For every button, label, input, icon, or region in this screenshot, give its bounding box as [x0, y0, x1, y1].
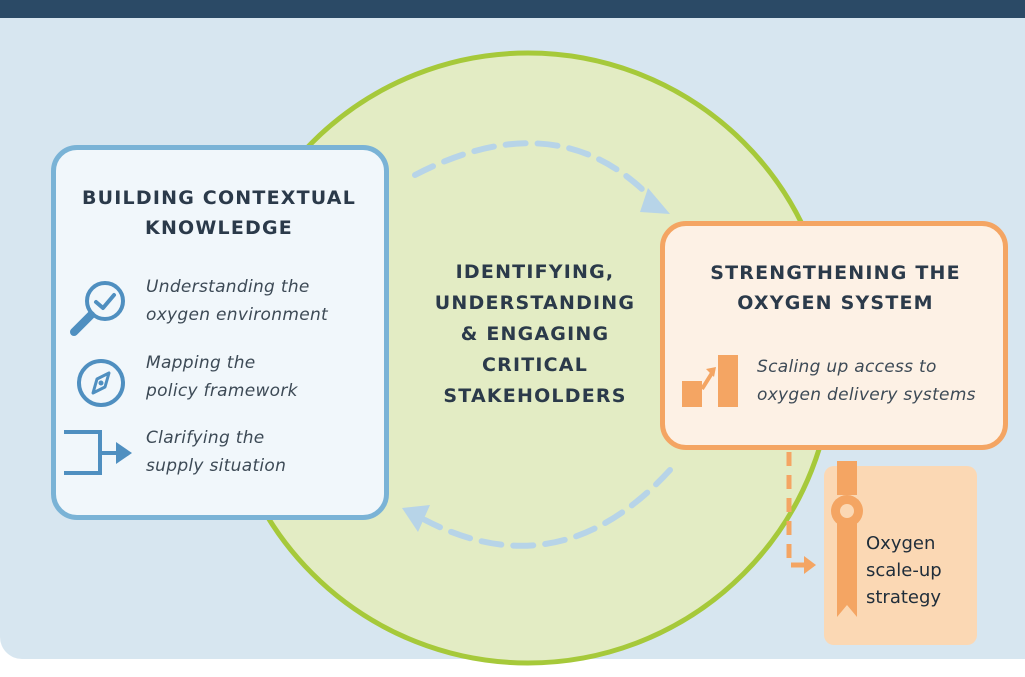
item-line: Scaling up access to: [757, 357, 937, 377]
item-scaling-access: Scaling up access to oxygen delivery sys…: [757, 353, 976, 409]
strategy-connector-arrowhead: [804, 556, 816, 574]
strengthening-system-heading: STRENGTHENING THE OXYGEN SYSTEM: [668, 258, 1003, 318]
center-line: UNDERSTANDING: [434, 292, 636, 314]
strategy-line: scale-up: [866, 560, 942, 581]
item-line: policy framework: [146, 381, 298, 401]
building-knowledge-box: [51, 145, 389, 520]
center-line: STAKEHOLDERS: [443, 385, 627, 407]
item-mapping-policy: Mapping the policy framework: [146, 349, 298, 405]
compass-icon: [77, 359, 125, 407]
award-ribbon-icon: [831, 461, 863, 617]
top-cycle-arrow: [412, 140, 658, 205]
item-understanding-environment: Understanding the oxygen environment: [146, 273, 328, 329]
heading-line: STRENGTHENING THE: [710, 262, 961, 284]
item-line: oxygen delivery systems: [757, 385, 976, 405]
scale-up-icon: [682, 355, 738, 407]
center-line: IDENTIFYING,: [455, 261, 615, 283]
item-line: Mapping the: [146, 353, 256, 373]
item-line: Clarifying the: [146, 428, 265, 448]
center-line: CRITICAL: [481, 354, 589, 376]
center-line: & ENGAGING: [460, 323, 610, 345]
strategy-line: Oxygen: [866, 533, 936, 554]
bottom-arrowhead: [402, 505, 430, 532]
heading-line: KNOWLEDGE: [145, 217, 293, 239]
strategy-line: strategy: [866, 587, 942, 608]
item-clarifying-supply: Clarifying the supply situation: [146, 424, 286, 480]
item-line: oxygen environment: [146, 305, 328, 325]
magnifier-check-icon: [70, 281, 125, 336]
center-stakeholders-text: IDENTIFYING, UNDERSTANDING & ENGAGING CR…: [400, 257, 670, 412]
item-line: Understanding the: [146, 277, 310, 297]
strategy-label: Oxygen scale-up strategy: [866, 530, 976, 611]
building-knowledge-heading: BUILDING CONTEXTUAL KNOWLEDGE: [60, 183, 378, 243]
strengthening-system-box: [660, 221, 1008, 450]
bottom-cycle-arrow: [422, 467, 673, 549]
heading-line: BUILDING CONTEXTUAL: [81, 187, 357, 209]
heading-line: OXYGEN SYSTEM: [737, 292, 934, 314]
strategy-connector: [786, 452, 806, 568]
supply-arrow-icon: [64, 430, 132, 475]
top-bar: [0, 0, 1025, 18]
item-line: supply situation: [146, 456, 287, 476]
top-arrowhead: [640, 188, 670, 214]
